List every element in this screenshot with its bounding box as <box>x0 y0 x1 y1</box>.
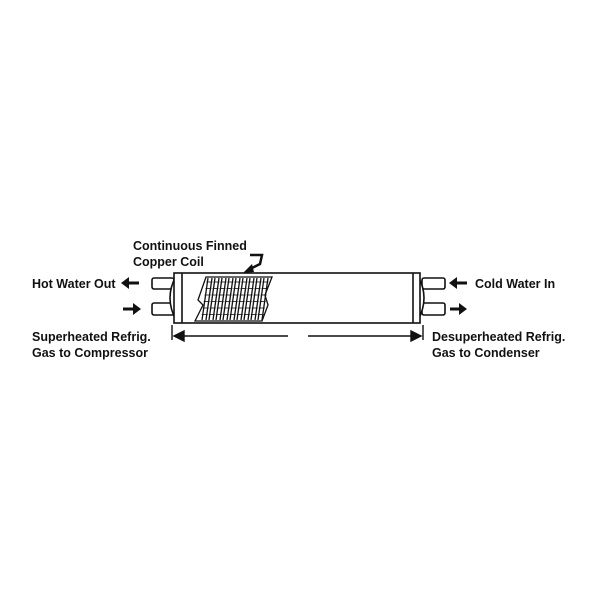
hot-water-out-label: Hot Water Out <box>32 277 116 291</box>
superheated-label-line1: Superheated Refrig. <box>32 330 151 344</box>
coil-turn <box>215 277 227 321</box>
refrigerant-out-arrow <box>450 303 467 315</box>
length-dimension-line <box>171 325 424 343</box>
coil-turn <box>243 277 255 321</box>
coil-turn <box>208 277 220 321</box>
coil-turn <box>236 277 248 321</box>
coil-turn <box>222 277 234 321</box>
cold-water-in-arrow <box>449 277 467 289</box>
coil-label-line2: Copper Coil <box>133 255 204 269</box>
coil-pointer-arrow <box>247 253 264 272</box>
finned-copper-coil <box>193 276 273 322</box>
right-upper-pipe <box>421 277 446 290</box>
right-lower-pipe <box>421 302 446 316</box>
coil-turn <box>201 277 213 321</box>
desuperheated-label-line1: Desuperheated Refrig. <box>432 330 565 344</box>
cold-water-in-label: Cold Water In <box>475 277 555 291</box>
coil-label-line1: Continuous Finned <box>133 239 247 253</box>
coil-turn <box>250 277 262 321</box>
superheated-label-line2: Gas to Compressor <box>32 346 148 360</box>
coil-turn <box>257 277 269 321</box>
hot-water-out-arrow <box>121 277 139 289</box>
refrigerant-in-arrow <box>123 303 141 315</box>
coil-turn <box>229 277 241 321</box>
desuperheated-label-line2: Gas to Condenser <box>432 346 540 360</box>
